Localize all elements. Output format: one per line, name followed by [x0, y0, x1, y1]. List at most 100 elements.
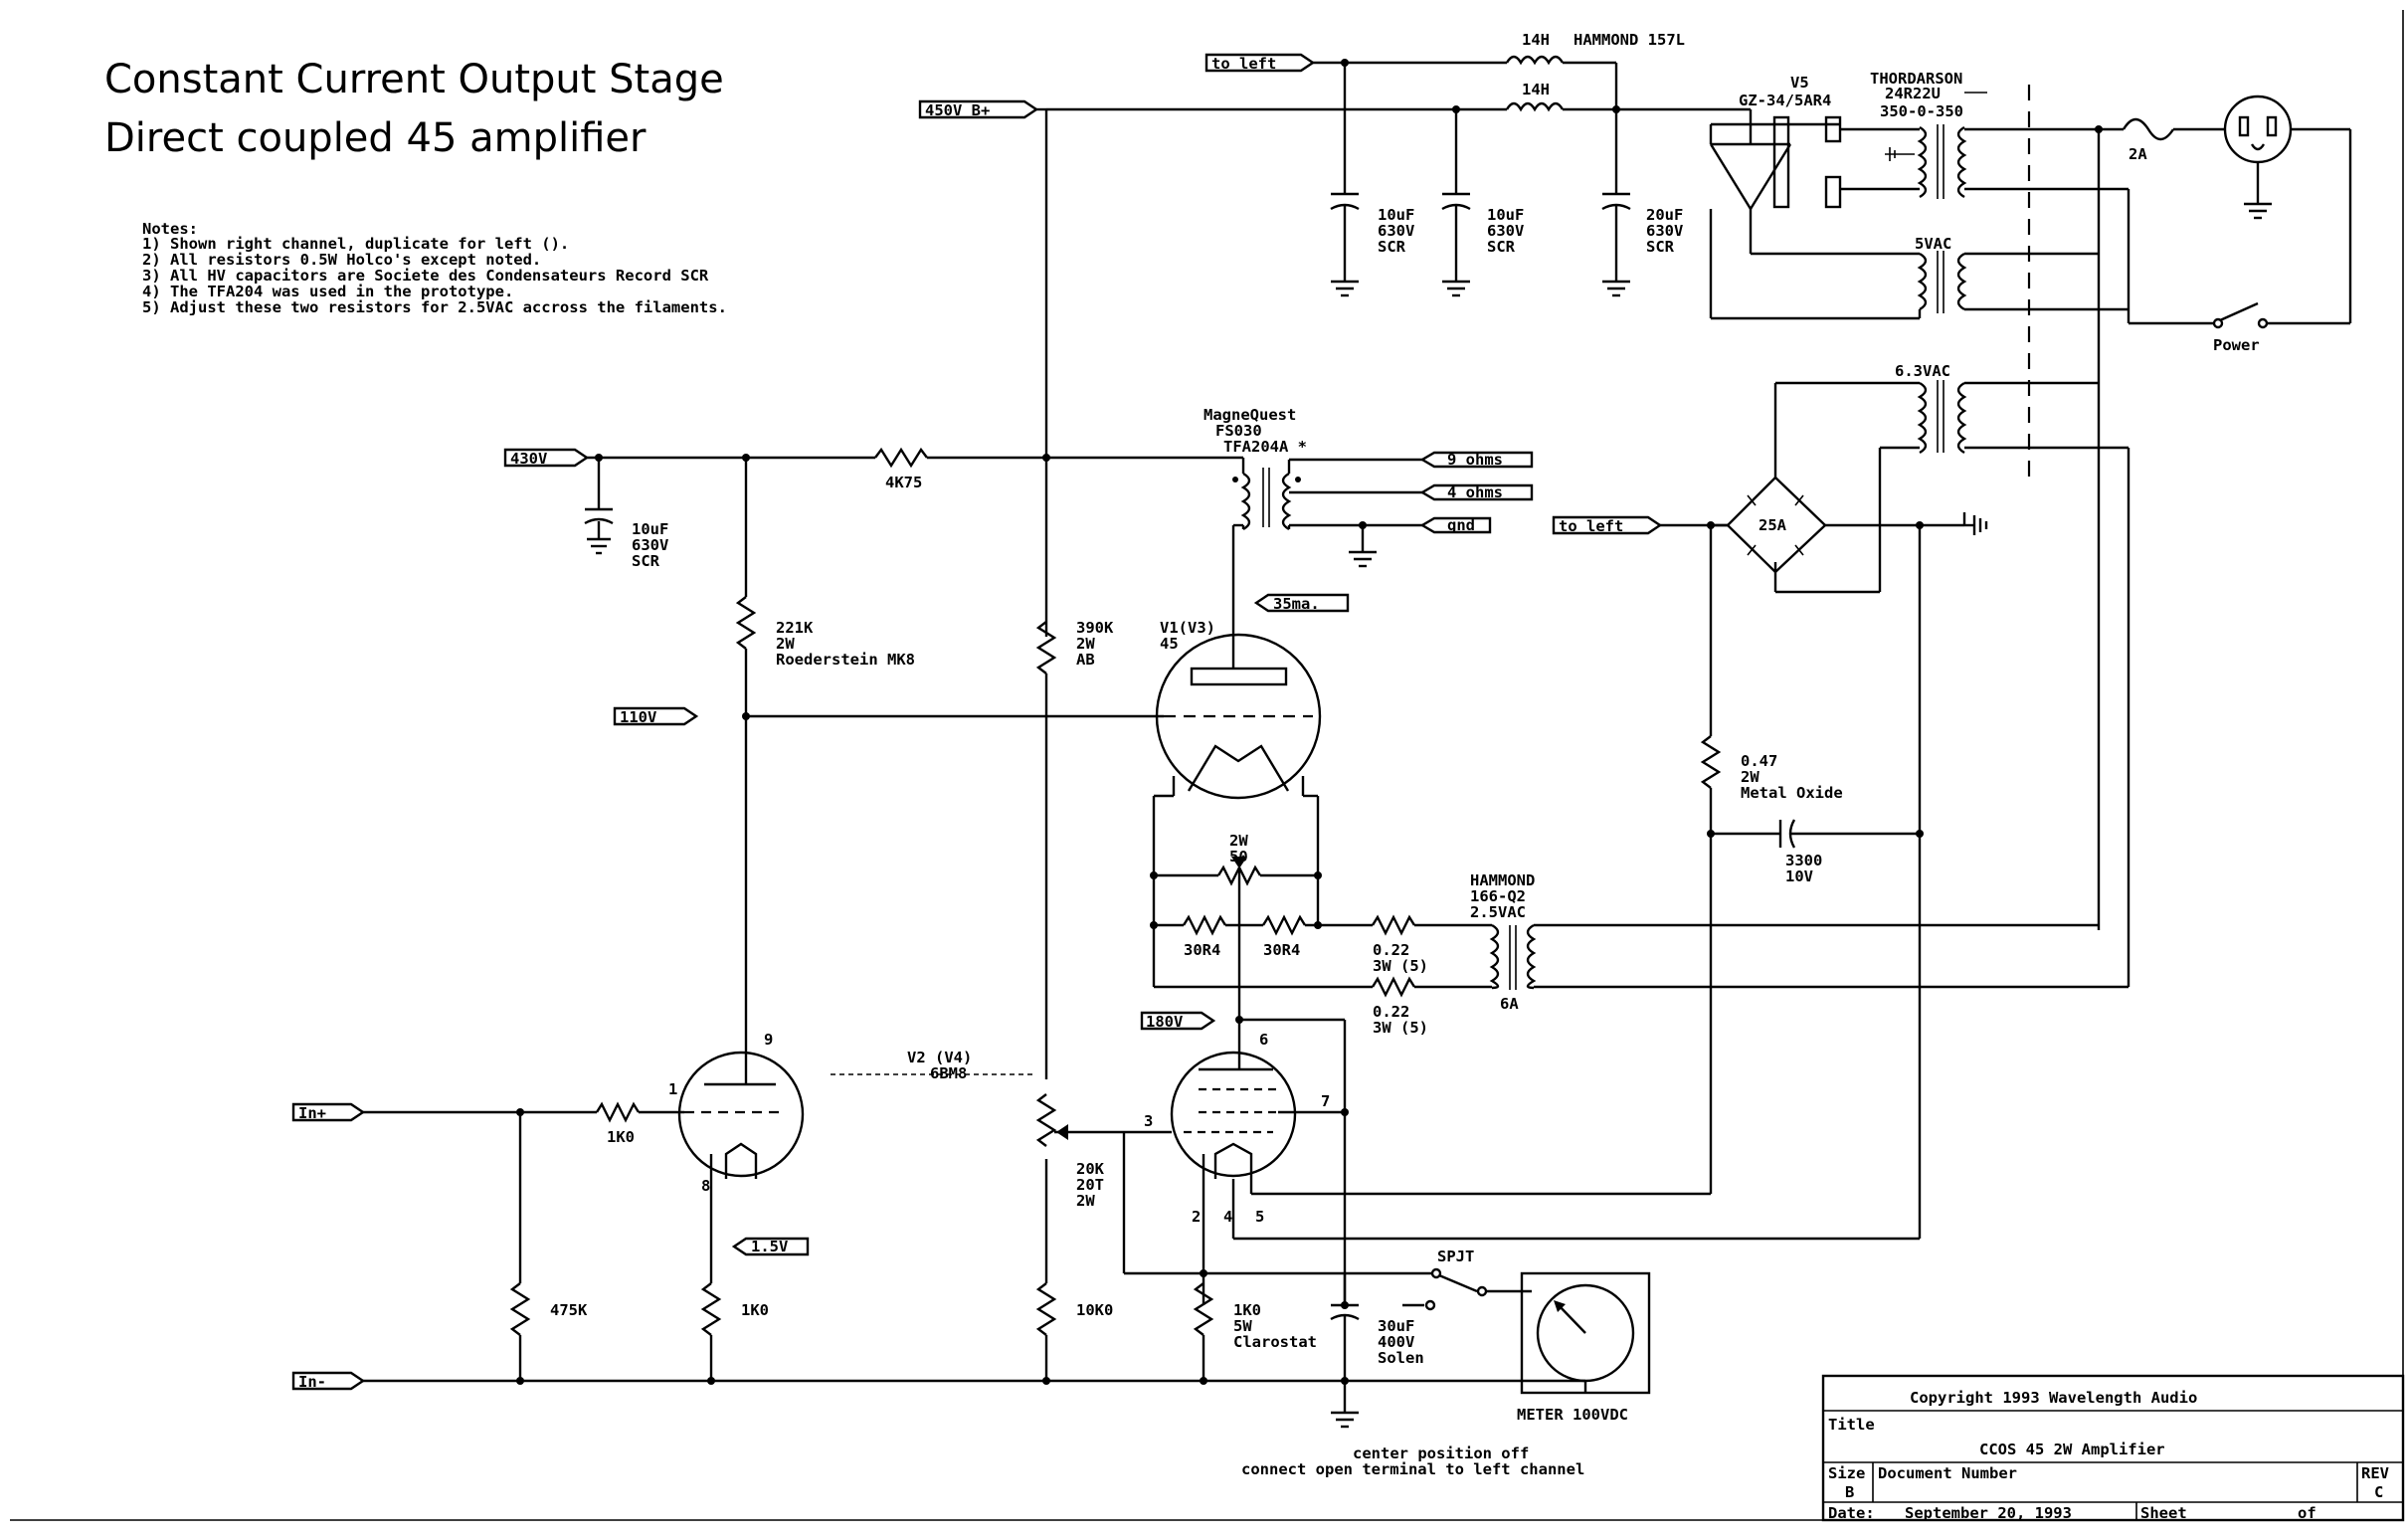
svg-text:to left: to left — [1211, 55, 1276, 73]
resistor-10k0 — [1035, 1282, 1057, 1336]
resistor-047 — [1700, 735, 1722, 789]
svg-text:Document Number: Document Number — [1878, 1464, 2017, 1482]
title-line-1: Constant Current Output Stage — [104, 57, 724, 102]
svg-text:Metal Oxide: Metal Oxide — [1741, 784, 1843, 802]
filament-winding-63vac — [1773, 380, 2129, 594]
svg-text:20uF: 20uF — [1646, 206, 1683, 224]
pin-8: 8 — [701, 1177, 710, 1195]
svg-text:10uF: 10uF — [1487, 206, 1524, 224]
spjt-switch — [1402, 1267, 1532, 1311]
cap-c3 — [1601, 192, 1631, 297]
svg-text:B: B — [1845, 1483, 1854, 1501]
note-5: 5) Adjust these two resistors for 2.5VAC… — [142, 298, 727, 316]
pin-3: 3 — [1144, 1112, 1153, 1130]
resistor-390k — [1035, 621, 1057, 674]
svg-text:FS030: FS030 — [1215, 422, 1262, 440]
port-35ma: 35ma. — [1253, 593, 1350, 613]
svg-text:45: 45 — [1160, 635, 1179, 653]
svg-text:Date:: Date: — [1828, 1504, 1875, 1522]
svg-text:4K75: 4K75 — [885, 474, 922, 491]
svg-text:1.5V: 1.5V — [751, 1238, 788, 1255]
resistor-1k0-input — [595, 1101, 641, 1123]
svg-text:SCR: SCR — [632, 552, 660, 570]
spjt-label: SPJT — [1437, 1248, 1474, 1265]
svg-text:SCR: SCR — [1646, 238, 1675, 256]
notes-heading: Notes: — [142, 220, 198, 238]
pin-2: 2 — [1192, 1208, 1201, 1226]
pin-4: 4 — [1223, 1208, 1232, 1226]
svg-text:1K0: 1K0 — [1233, 1301, 1261, 1319]
svg-text:166-Q2: 166-Q2 — [1470, 887, 1526, 905]
svg-text:2W: 2W — [1076, 635, 1095, 653]
port-9-ohms: 9 ohms — [1419, 451, 1534, 469]
note-2: 2) All resistors 0.5W Holco's except not… — [142, 251, 541, 269]
svg-text:V2 (V4): V2 (V4) — [907, 1049, 972, 1066]
v5-name: V5 — [1790, 74, 1809, 92]
svg-text:390K: 390K — [1076, 619, 1114, 637]
pin-9: 9 — [764, 1031, 773, 1049]
svg-text:10V: 10V — [1785, 867, 1813, 885]
svg-text:TFA204A *: TFA204A * — [1223, 438, 1307, 456]
choke-2-label: 14H — [1522, 81, 1550, 98]
svg-text:2W: 2W — [1076, 1192, 1095, 1210]
svg-text:Clarostat: Clarostat — [1233, 1333, 1317, 1351]
svg-text:connect open terminal to left: connect open terminal to left channel — [1241, 1460, 1584, 1478]
svg-text:2W: 2W — [776, 635, 795, 653]
port-gnd: gnd — [1419, 516, 1492, 534]
svg-text:30R4: 30R4 — [1263, 941, 1300, 959]
port-in-plus: In+ — [291, 1102, 366, 1122]
svg-text:V1(V3): V1(V3) — [1160, 619, 1215, 637]
port-1-5v: 1.5V — [731, 1237, 810, 1256]
svg-text:5VAC: 5VAC — [1915, 235, 1951, 253]
svg-text:6A: 6A — [1500, 995, 1519, 1013]
port-to-left-top: to left — [1204, 53, 1316, 73]
svg-text:3300: 3300 — [1785, 852, 1822, 869]
svg-text:20K: 20K — [1076, 1160, 1105, 1178]
svg-text:2W: 2W — [1741, 768, 1760, 786]
svg-text:SCR: SCR — [1378, 238, 1406, 256]
cap-30uf — [1330, 1301, 1360, 1429]
svg-text:630V: 630V — [1487, 222, 1524, 240]
svg-text:3W (5): 3W (5) — [1373, 1019, 1428, 1037]
svg-text:10K0: 10K0 — [1076, 1301, 1113, 1319]
port-180v: 180V — [1140, 1011, 1216, 1031]
svg-text:3W (5): 3W (5) — [1373, 957, 1428, 975]
bridge-label: 25A — [1759, 516, 1787, 534]
cap-c1 — [1330, 192, 1360, 297]
tube-v1-45 — [1155, 633, 1322, 800]
cap-c2 — [1441, 192, 1471, 297]
svg-text:center position off: center position off — [1353, 1444, 1529, 1462]
rectifier-v5 — [1709, 109, 1870, 256]
resistor-221k — [735, 596, 757, 650]
svg-text:0.22: 0.22 — [1373, 941, 1409, 959]
pin-1: 1 — [668, 1080, 677, 1098]
pot-20k — [1035, 1093, 1057, 1147]
resistor-30r4-b — [1261, 914, 1307, 936]
svg-text:2A: 2A — [2129, 145, 2147, 163]
svg-text:4 ohms: 4 ohms — [1447, 483, 1503, 501]
port-4-ohms: 4 ohms — [1419, 483, 1534, 501]
svg-text:24R22U: 24R22U — [1885, 85, 1941, 102]
svg-text:475K: 475K — [550, 1301, 588, 1319]
date-value: September 20, 1993 — [1905, 1504, 2072, 1522]
svg-text:10uF: 10uF — [632, 520, 668, 538]
drawing-title: CCOS 45 2W Amplifier — [1979, 1441, 2165, 1458]
svg-text:2.5VAC: 2.5VAC — [1470, 903, 1526, 921]
svg-text:9 ohms: 9 ohms — [1447, 451, 1503, 469]
svg-text:of: of — [2298, 1504, 2316, 1522]
resistor-30r4-a — [1182, 914, 1227, 936]
choke-1 — [1505, 55, 1565, 66]
v5-type: GZ-34/5AR4 — [1739, 92, 1831, 109]
svg-text:REV: REV — [2361, 1464, 2389, 1482]
power-plug — [2223, 95, 2352, 323]
svg-text:C: C — [2374, 1483, 2383, 1501]
resistor-1k0-cathode — [700, 1282, 722, 1336]
svg-text:gnd: gnd — [1447, 516, 1475, 534]
svg-text:6.3VAC: 6.3VAC — [1895, 362, 1950, 380]
meter-label: METER 100VDC — [1517, 1406, 1628, 1424]
resistor-022-a — [1371, 914, 1416, 936]
cap-3300 — [1711, 525, 1922, 1239]
svg-text:0.47: 0.47 — [1741, 752, 1777, 770]
